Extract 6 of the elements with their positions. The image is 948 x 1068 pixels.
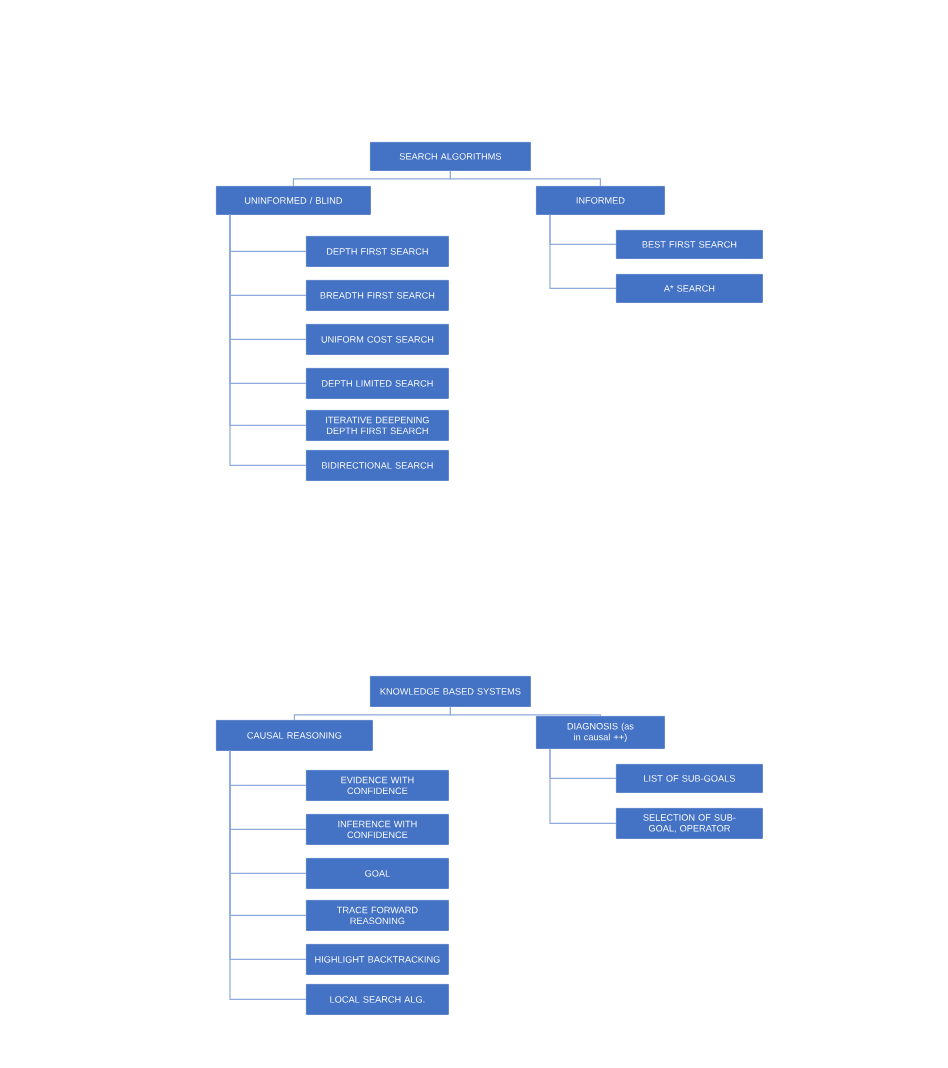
connector-line — [449, 706, 601, 717]
connector-line — [229, 214, 307, 466]
connector-line — [229, 750, 307, 1000]
connector-line — [549, 214, 617, 289]
connector-line — [549, 748, 617, 824]
connector-line — [449, 170, 601, 187]
